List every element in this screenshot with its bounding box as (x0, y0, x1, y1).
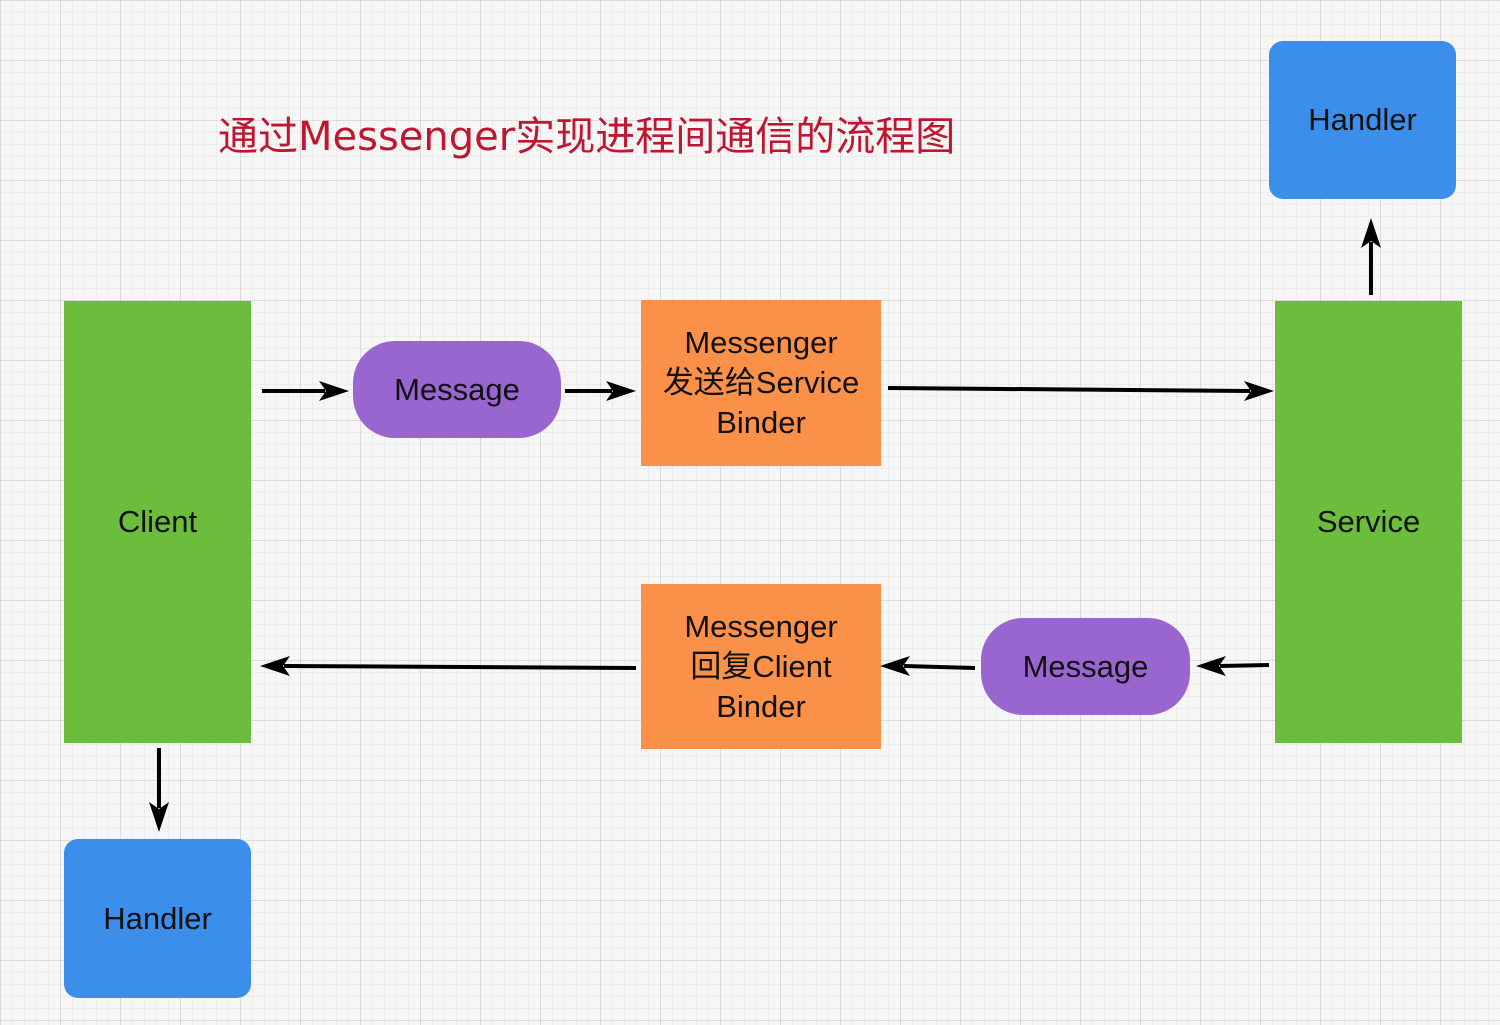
service-handler-label: Handler (1308, 102, 1417, 137)
service-label: Service (1316, 504, 1421, 539)
arrow-message-to-send (565, 381, 636, 401)
client-handler-node: Handler (64, 839, 251, 998)
arrow-client-to-message (262, 381, 349, 401)
send-line-2: 发送给Service (662, 365, 860, 400)
diagram-title: 通过Messenger实现进程间通信的流程图 (218, 114, 956, 160)
message-bottom-node: Message (981, 618, 1190, 715)
client-label: Client (117, 504, 198, 539)
message-bottom-label: Message (1022, 648, 1149, 684)
messenger-reply-node: Messenger 回复Client Binder (641, 584, 881, 749)
reply-line-3: Binder (716, 688, 806, 724)
reply-line-1: Messenger (684, 608, 838, 644)
arrow-message-to-reply (880, 656, 976, 676)
arrow-reply-to-client (260, 656, 637, 676)
message-top-label: Message (394, 371, 520, 407)
service-handler-node: Handler (1269, 41, 1456, 199)
arrow-service-to-handler (1361, 218, 1381, 295)
arrow-service-to-message (1196, 656, 1270, 676)
arrow-send-to-service (887, 381, 1274, 401)
client-node: Client (64, 301, 251, 743)
send-line-1: Messenger (684, 325, 838, 360)
send-line-3: Binder (716, 405, 806, 440)
reply-line-2: 回复Client (690, 648, 832, 684)
message-top-node: Message (353, 341, 561, 438)
arrow-client-to-handler (149, 748, 169, 832)
messenger-send-node: Messenger 发送给Service Binder (641, 300, 881, 466)
client-handler-label: Handler (103, 900, 212, 936)
service-node: Service (1275, 301, 1462, 743)
